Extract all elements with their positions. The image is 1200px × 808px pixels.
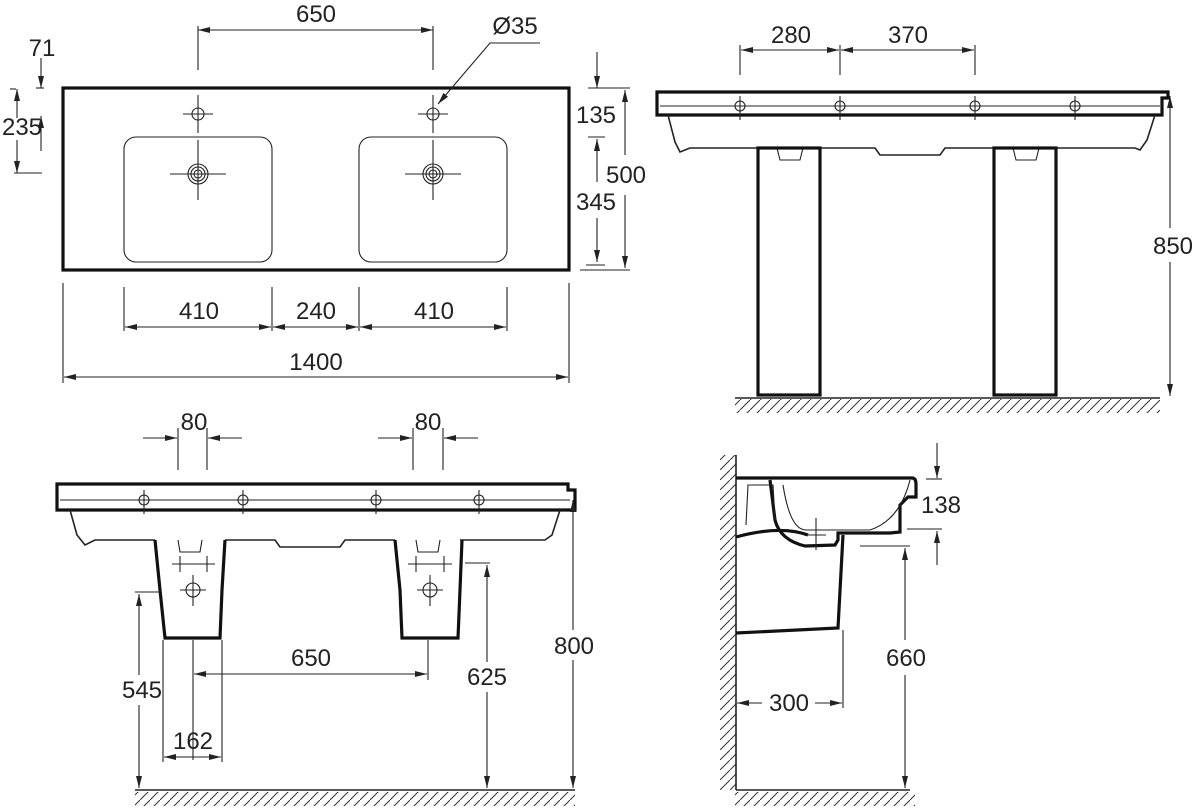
dim-edge-offset: 162	[173, 728, 213, 755]
floor-hatch	[735, 399, 1160, 413]
dim-rim-height: 138	[921, 492, 961, 519]
dim-bowl-gap: 240	[296, 298, 336, 325]
dim-bowl-left: 410	[179, 298, 219, 325]
wall-hatch	[720, 455, 736, 790]
dim-projection: 300	[769, 690, 809, 717]
floor-hatch	[135, 792, 575, 806]
dim-width: 1400	[289, 349, 342, 376]
dim-top-margin: 135	[576, 102, 616, 129]
dim-bowl-right: 410	[414, 298, 454, 325]
bowl-right	[358, 136, 508, 263]
tap-hole-left	[183, 95, 213, 133]
dim-height: 660	[886, 645, 926, 672]
front-view-wall: 80 80 800 625 545 650 162	[55, 409, 594, 806]
pedestal-left	[756, 146, 822, 397]
dim-tap-offset: 71	[29, 35, 56, 62]
dim-hole-spacing-a: 280	[771, 22, 811, 49]
drain-left	[170, 140, 226, 200]
dim-pedestal-top: 625	[467, 664, 507, 691]
dim-pedestal-bottom: 545	[122, 677, 162, 704]
dim-depth: 500	[606, 162, 646, 189]
bowl-left	[123, 136, 273, 263]
dim-height: 800	[554, 633, 594, 660]
dim-bracket-right: 80	[415, 409, 442, 436]
front-view-pedestal: 280 370 850	[655, 22, 1193, 413]
dim-hole-spacing-b: 370	[888, 22, 928, 49]
side-view: 138 660 300	[720, 443, 961, 806]
dim-bowl-depth: 345	[576, 189, 616, 216]
basin-outline	[61, 86, 571, 272]
floor-hatch	[735, 792, 915, 806]
pedestal-right	[992, 146, 1058, 397]
dim-hole-diameter: Ø35	[492, 13, 537, 40]
tap-hole-right	[418, 95, 448, 133]
dim-tap-spacing: 650	[296, 1, 336, 28]
dim-bracket-left: 80	[181, 409, 208, 436]
drain-right	[405, 140, 461, 200]
dim-height: 850	[1153, 233, 1193, 260]
top-view: 650 Ø35 71 235 135 345 500 410 240 410 1…	[2, 1, 646, 383]
dim-drain-offset: 235	[2, 114, 42, 141]
dim-pedestal-spacing: 650	[291, 645, 331, 672]
